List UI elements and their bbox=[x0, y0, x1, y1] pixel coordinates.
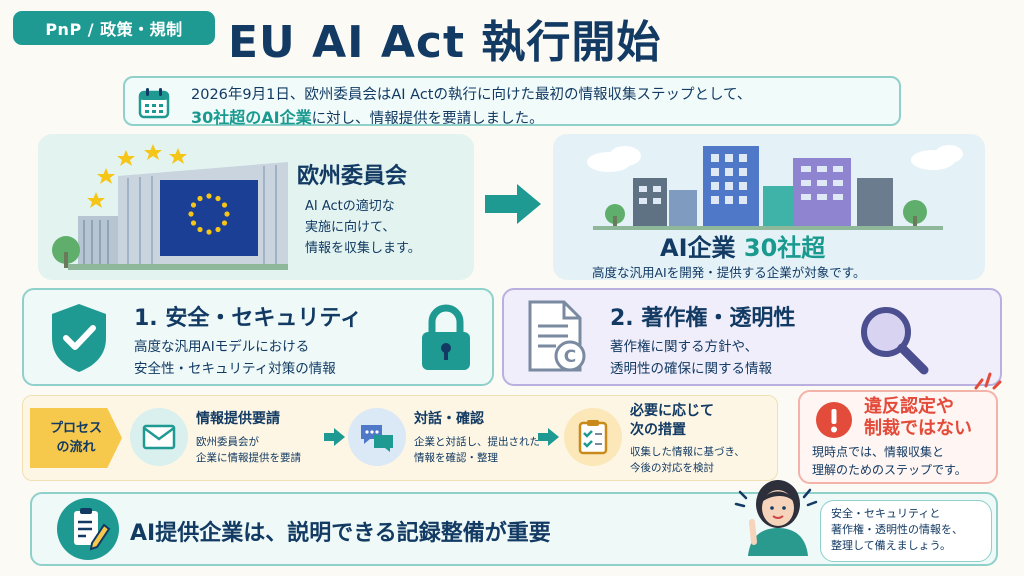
category-copyright-description: 著作権に関する方針や、 透明性の確保に関する情報 bbox=[610, 339, 772, 377]
clipboard-checklist-icon bbox=[564, 408, 622, 466]
notice-description: 現時点では、情報収集と 理解のためのステップです。 bbox=[812, 445, 967, 477]
commission-description: AI Actの適切な 実施に向けて、 情報を収集します。 bbox=[305, 199, 421, 256]
eu-building-illustration bbox=[52, 144, 288, 270]
step-1-title: 情報提供要請 bbox=[196, 411, 280, 427]
mail-icon bbox=[130, 408, 188, 466]
page-title: EU AI Act 執行開始 bbox=[228, 17, 662, 68]
commission-title: 欧州委員会 bbox=[297, 164, 408, 189]
lock-icon bbox=[422, 304, 470, 370]
intro-box: 2026年9月1日、欧州委員会はAI Actの執行に向けた最初の情報収集ステップ… bbox=[123, 76, 901, 128]
intro-line-1: 2026年9月1日、欧州委員会はAI Actの執行に向けた最初の情報収集ステップ… bbox=[191, 87, 752, 103]
companies-title-prefix: AI企業 bbox=[660, 234, 736, 262]
notice-title: 違反認定や 制裁ではない bbox=[864, 396, 972, 439]
intro-line-2: 30社超のAI企業に対し、情報提供を要請しました。 bbox=[191, 104, 544, 128]
intro-highlight: 30社超のAI企業 bbox=[191, 108, 312, 127]
city-buildings-illustration bbox=[587, 145, 963, 230]
woman-avatar bbox=[734, 480, 818, 556]
category-security-description: 高度な汎用AIモデルにおける 安全性・セキュリティ対策の情報 bbox=[134, 339, 336, 377]
step-3-title: 必要に応じて 次の措置 bbox=[630, 403, 714, 438]
category-security-card bbox=[22, 288, 494, 386]
step-1-description: 欧州委員会が 企業に情報提供を要請 bbox=[196, 436, 301, 464]
chat-bubbles-icon bbox=[348, 408, 406, 466]
magnifier-icon bbox=[861, 307, 929, 375]
alert-rays-icon bbox=[974, 372, 1002, 390]
intro-line-2-rest: に対し、情報提供を要請しました。 bbox=[311, 111, 544, 127]
category-copyright-card: C bbox=[502, 288, 1002, 386]
arrow-right-icon bbox=[485, 184, 541, 224]
speech-bubble: 安全・セキュリティと 著作権・透明性の情報を、 整理して備えましょう。 bbox=[820, 500, 992, 562]
step-arrow-icon bbox=[538, 428, 559, 446]
companies-description: 高度な汎用AIを開発・提供する企業が対象です。 bbox=[592, 265, 866, 280]
notice-card bbox=[798, 372, 1002, 484]
process-label: プロセス の流れ bbox=[30, 408, 122, 468]
companies-count: 30社超 bbox=[743, 234, 826, 262]
shield-check-icon bbox=[52, 304, 106, 372]
document-copyright-icon: C bbox=[528, 300, 586, 372]
category-security-title: 1. 安全・セキュリティ bbox=[134, 306, 363, 331]
step-2-title: 対話・確認 bbox=[414, 411, 484, 427]
commission-panel bbox=[38, 134, 474, 280]
svg-text:C: C bbox=[564, 347, 576, 367]
category-tag: PnP / 政策・規制 bbox=[13, 11, 215, 45]
step-2-description: 企業と対話し、提出された 情報を確認・整理 bbox=[414, 436, 540, 464]
category-copyright-title: 2. 著作権・透明性 bbox=[610, 306, 796, 331]
bottom-message: AI提供企業は、説明できる記録整備が重要 bbox=[130, 521, 551, 546]
calendar-icon bbox=[138, 88, 170, 119]
step-arrow-icon bbox=[324, 428, 345, 446]
companies-title: AI企業 30社超 bbox=[660, 228, 825, 263]
step-3-description: 収集した情報に基づき、 今後の対応を検討 bbox=[630, 446, 745, 474]
companies-panel bbox=[553, 134, 985, 280]
exclamation-icon bbox=[816, 402, 852, 438]
clipboard-pen-icon bbox=[57, 498, 119, 560]
